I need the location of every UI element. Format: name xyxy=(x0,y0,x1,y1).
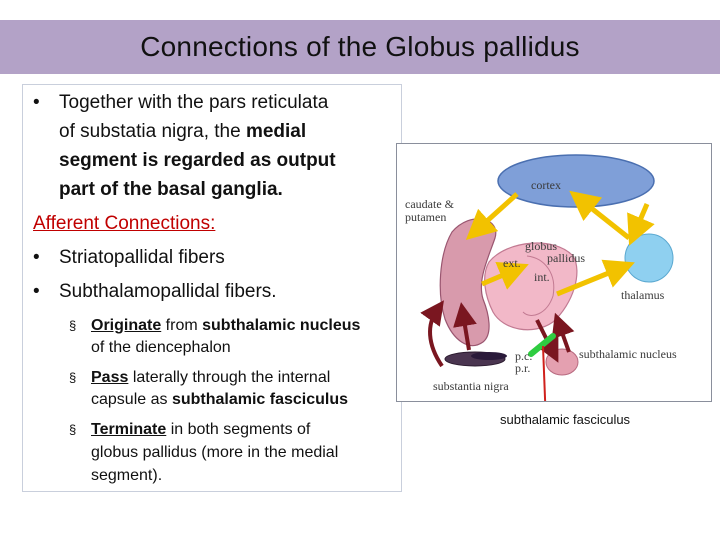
text-panel xyxy=(22,84,402,492)
substantia-nigra-pc xyxy=(471,352,507,360)
subbullet-3-rest: in both segments of xyxy=(166,421,311,438)
subbullet-3-line-3: segment). xyxy=(91,467,163,484)
subbullet-1-line-2: of the diencephalon xyxy=(91,339,231,356)
subbullet-2-rest: laterally through the internal xyxy=(128,369,331,386)
thalamus-shape xyxy=(624,233,674,283)
bullet-1-line-3: segment is regarded as output xyxy=(59,150,336,172)
subbullet-marker: § xyxy=(69,370,77,385)
subbullet-2: § Pass laterally through the internal xyxy=(69,368,331,388)
cortex-shape xyxy=(497,154,655,208)
diagram-svg xyxy=(420,154,674,425)
subbullet-1-originate: Originate xyxy=(91,317,162,334)
bullet-1-line-2-text: of substatia nigra, the xyxy=(59,121,246,142)
arrow-nigra-to-striatum-1 xyxy=(420,300,444,368)
diagram-caption: subthalamic fasciculus xyxy=(500,412,631,427)
bullet-1-line-2: of substatia nigra, the medial xyxy=(59,121,306,143)
subbullet-marker: § xyxy=(69,318,77,333)
subbullet-3: § Terminate in both segments of xyxy=(69,420,311,440)
subbullet-3-terminate: Terminate xyxy=(91,421,167,438)
arrow-thalamus-to-cortex xyxy=(569,190,631,240)
bullet-1: • xyxy=(33,92,40,114)
subbullet-2-fasciculus: subthalamic fasciculus xyxy=(171,391,348,408)
subbullet-1-from: from xyxy=(161,317,203,334)
arrow-pallidus-to-thalamus xyxy=(556,259,635,297)
subbullet-1: § Originate from subthalamic nucleus xyxy=(69,316,361,336)
arrow-stn-to-pallidus xyxy=(551,312,575,353)
afferent-heading: Afferent Connections: xyxy=(33,213,216,234)
label-ext: ext. xyxy=(503,256,521,270)
label-int: int. xyxy=(534,270,550,284)
bullet-1-medial: medial xyxy=(245,121,307,142)
bullet-3-dot: • xyxy=(33,281,40,302)
basal-ganglia-diagram: cortex caudate & putamen globus pallidus… xyxy=(396,143,712,425)
subbullet-marker: § xyxy=(69,422,77,437)
bullet-1-line-1: Together with the pars reticulata xyxy=(59,92,329,113)
label-globus: globus xyxy=(525,239,558,253)
label-pc: p.c. xyxy=(515,349,533,363)
slide-title: Connections of the Globus pallidus xyxy=(140,31,580,62)
label-cortex: cortex xyxy=(531,178,561,192)
bullet-1-line-3-text: segment is regarded as output xyxy=(59,150,336,171)
subbullet-2-pass: Pass xyxy=(91,369,129,386)
caption-pointer xyxy=(542,345,547,425)
arrow-cortex-to-striatum xyxy=(465,192,519,241)
subthalamic-nucleus-shape xyxy=(545,348,579,376)
bullet-dot: • xyxy=(33,92,40,113)
bullet-1-line-4: part of the basal ganglia. xyxy=(59,179,283,201)
label-subthalamic-nucleus: subthalamic nucleus xyxy=(579,347,677,361)
label-caudate: caudate & xyxy=(405,197,454,211)
subbullet-3-line-2: globus pallidus (more in the medial xyxy=(91,444,339,461)
bullet-1-line-4-text: part of the basal ganglia. xyxy=(59,179,283,200)
arrow-cortex-to-thalamus xyxy=(627,203,655,246)
label-thalamus: thalamus xyxy=(621,288,665,302)
subbullet-2-capsule: capsule as xyxy=(91,391,172,408)
label-pr: p.r. xyxy=(515,361,531,375)
pallidus-inner xyxy=(522,255,555,316)
subbullet-1-nucleus: subthalamic nucleus xyxy=(202,317,361,334)
bullet-2: Striatopallidal fibers xyxy=(59,247,225,268)
arrow-pallidus-to-stn xyxy=(535,319,559,363)
label-substantia-nigra: substantia nigra xyxy=(433,379,509,393)
label-putamen: putamen xyxy=(405,210,447,224)
arrow-striatum-to-pallidus-ext xyxy=(481,262,529,290)
title-bar xyxy=(0,20,720,74)
bullet-2-dot: • xyxy=(33,247,40,268)
subthalamic-fasciculus xyxy=(528,333,556,357)
arrow-nigra-to-striatum-2 xyxy=(453,302,477,351)
label-pallidus: pallidus xyxy=(547,251,585,265)
bullet-3: Subthalamopallidal fibers. xyxy=(59,281,277,302)
subbullet-2-line-2: capsule as subthalamic fasciculus xyxy=(91,390,348,410)
